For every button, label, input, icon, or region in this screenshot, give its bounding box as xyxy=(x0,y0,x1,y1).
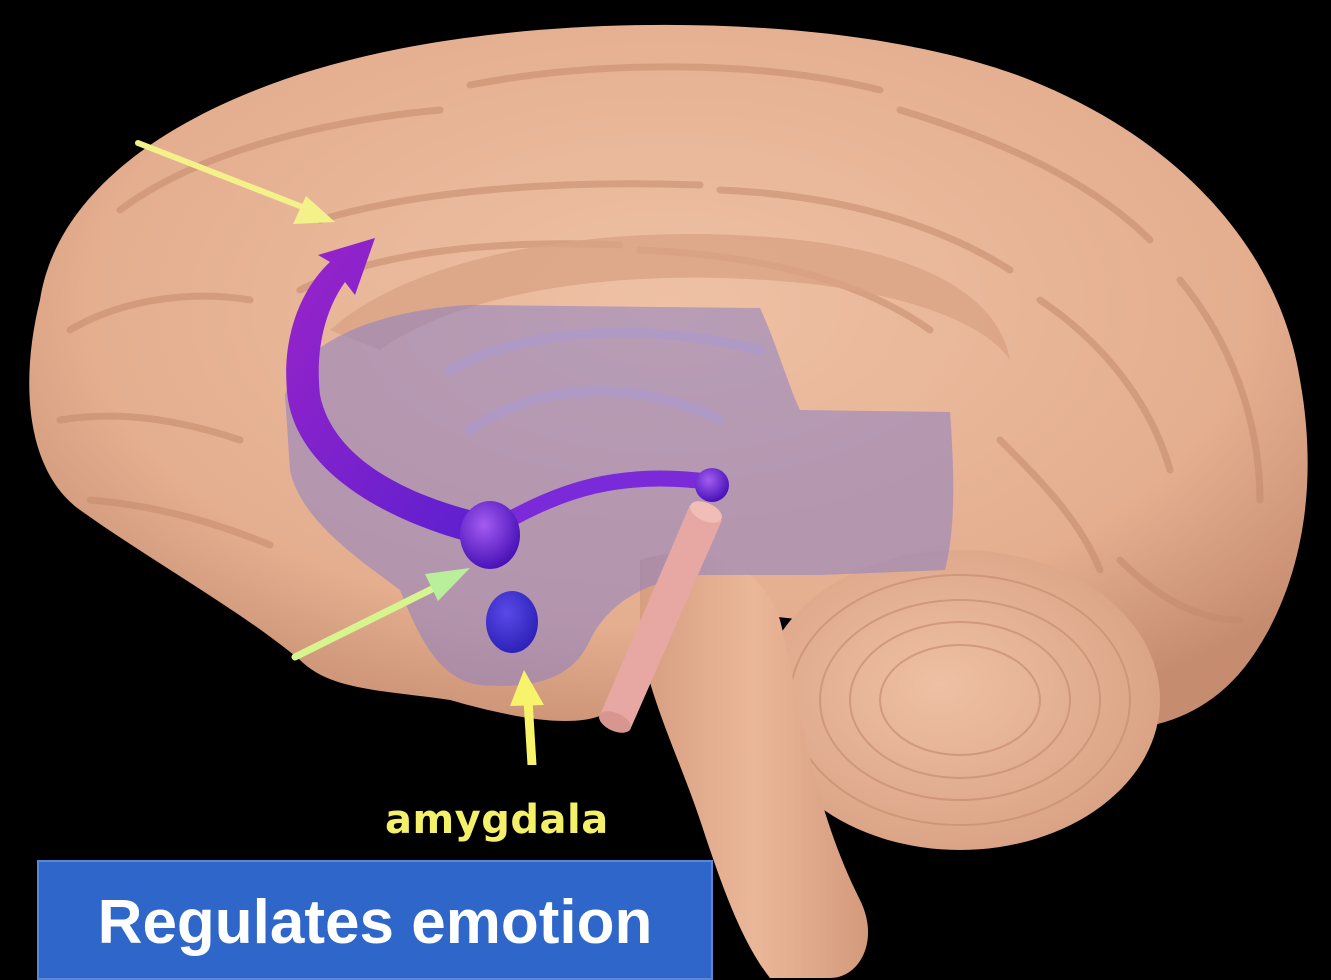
amygdala-label: amygdala xyxy=(385,788,645,852)
callout-text: Regulates emotion xyxy=(39,884,711,962)
callout-box: Regulates emotion xyxy=(37,860,713,980)
right-node xyxy=(695,468,729,502)
large-node xyxy=(460,501,520,569)
amygdala-structure xyxy=(486,591,538,653)
